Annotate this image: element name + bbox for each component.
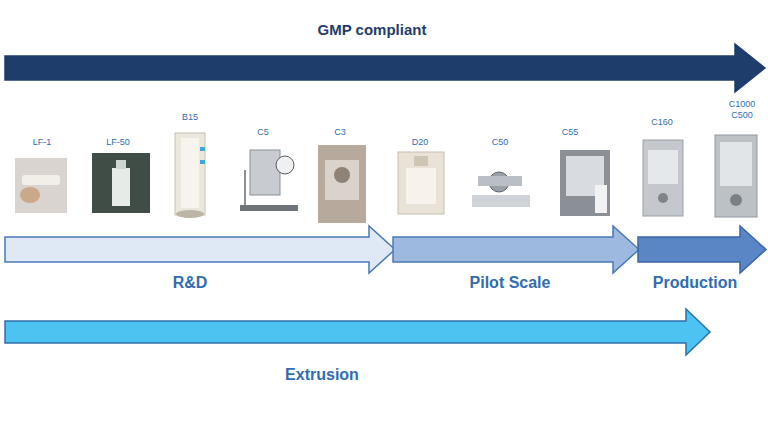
phase-label: GMP compliant	[318, 22, 427, 39]
device-photo-detail	[720, 142, 752, 186]
device-label: D20	[412, 138, 429, 147]
device-label: C160	[651, 118, 673, 127]
device-photo-detail	[200, 160, 205, 164]
device-photo	[318, 145, 366, 223]
device-photo-detail	[658, 193, 668, 203]
device-label: LF-1	[33, 138, 52, 147]
device-photo-detail	[240, 205, 298, 211]
device-photo-detail	[414, 156, 428, 166]
arrow-shape	[638, 226, 766, 273]
device-photo-detail	[244, 170, 246, 205]
arrow-shape	[5, 309, 710, 355]
arrow-outline	[393, 226, 639, 273]
device-label: C5	[257, 128, 269, 137]
device-photo	[560, 150, 610, 216]
device-photo-detail	[334, 167, 350, 183]
phase-label: Production	[653, 274, 737, 292]
arrow-outline	[5, 309, 710, 355]
device-label: LF-50	[106, 138, 130, 147]
device-photo-detail	[406, 168, 436, 204]
arrow-shape	[5, 44, 765, 92]
device-photo-detail	[200, 147, 205, 151]
device-photo	[715, 135, 757, 217]
phase-arrow: GMP compliant	[5, 44, 765, 92]
phase-label: Pilot Scale	[470, 274, 551, 292]
device-photo-detail	[478, 176, 522, 186]
device-photo	[398, 152, 444, 214]
device-photo	[250, 150, 280, 195]
device-photo-detail	[595, 185, 607, 213]
device-photo-detail	[112, 168, 130, 206]
phase-label: Extrusion	[285, 366, 359, 384]
device-photo-detail	[730, 194, 742, 206]
device-label: C500	[731, 111, 753, 120]
device-photo-detail	[181, 138, 199, 208]
device-photo-detail	[325, 160, 359, 200]
device-photo	[15, 158, 67, 213]
phase-arrow: Extrusion	[5, 309, 710, 355]
device-label: C1000	[729, 100, 756, 109]
device-label: C50	[492, 138, 509, 147]
arrow-outline	[638, 226, 766, 273]
device-photo	[643, 140, 683, 216]
arrow-outline	[5, 226, 395, 273]
device-photo	[175, 133, 205, 215]
phase-arrow: Production	[638, 226, 766, 273]
device-label: C55	[562, 128, 579, 137]
device-label: C3	[334, 128, 346, 137]
device-photo-detail	[20, 187, 40, 203]
device-photo-detail	[276, 156, 294, 174]
device-photo-detail	[116, 160, 126, 169]
device-photo	[472, 195, 530, 207]
arrow-shape	[5, 226, 395, 273]
device-label: B15	[182, 113, 198, 122]
device-photo-detail	[22, 175, 60, 185]
phase-label: R&D	[173, 274, 208, 292]
device-photo-detail	[176, 210, 204, 218]
phase-arrow: Pilot Scale	[393, 226, 639, 273]
device-photo-detail	[648, 150, 678, 184]
phase-arrow: R&D	[5, 226, 395, 273]
device-photo	[92, 153, 150, 213]
arrow-shape	[393, 226, 639, 273]
arrow-outline	[5, 44, 765, 92]
